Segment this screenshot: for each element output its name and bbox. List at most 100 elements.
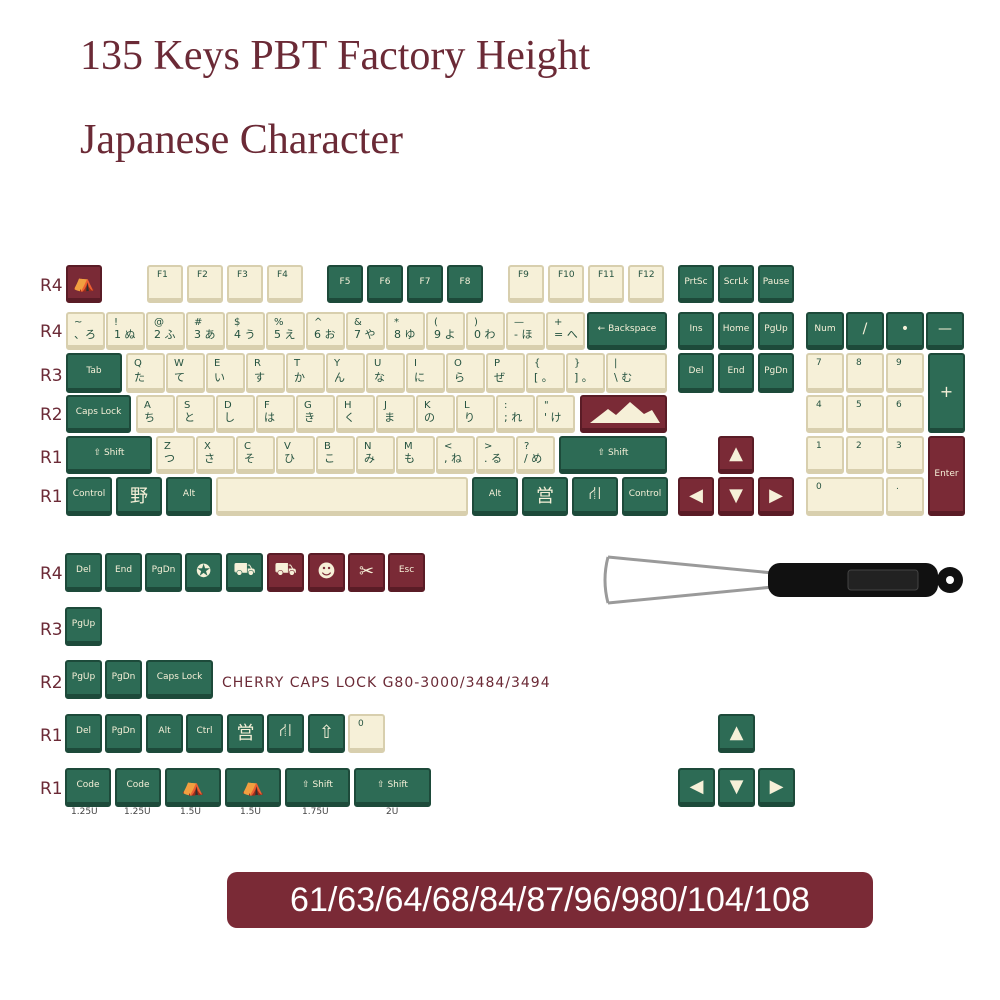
- extra-tent-2[interactable]: ⛺: [225, 768, 281, 807]
- extra-r1-up[interactable]: ⇧: [308, 714, 345, 753]
- extra-pgup[interactable]: PgUp: [65, 607, 102, 646]
- key-8[interactable]: *8 ゆ: [386, 312, 425, 350]
- key-num-8[interactable]: 8: [846, 353, 884, 393]
- key-comma[interactable]: <, ね: [436, 436, 475, 474]
- extra-caps-lock[interactable]: Caps Lock: [146, 660, 213, 699]
- key-menu-sign[interactable]: ⛙: [572, 477, 618, 516]
- extra-r1-zero[interactable]: 0: [348, 714, 385, 753]
- extra-r1-kanji[interactable]: 営: [227, 714, 264, 753]
- key-f6[interactable]: F6: [367, 265, 403, 303]
- key-pause[interactable]: Pause: [758, 265, 794, 303]
- key-num-2[interactable]: 2: [846, 436, 884, 474]
- extra-code-1[interactable]: Code: [65, 768, 111, 807]
- extra-camper-red[interactable]: ⛟: [267, 553, 304, 592]
- key-f10[interactable]: F10: [548, 265, 584, 303]
- key-num-5[interactable]: 5: [846, 395, 884, 433]
- key-f3[interactable]: F3: [227, 265, 263, 303]
- key-quote[interactable]: "' け: [536, 395, 575, 433]
- key-num-plus[interactable]: +: [928, 353, 965, 433]
- key-equal[interactable]: += へ: [546, 312, 585, 350]
- key-space[interactable]: [216, 477, 468, 516]
- extra-arrow-down[interactable]: ▼: [718, 768, 755, 807]
- extra-r1-del[interactable]: Del: [65, 714, 102, 753]
- key-prtsc[interactable]: PrtSc: [678, 265, 714, 303]
- extra-esc[interactable]: Esc: [388, 553, 425, 592]
- key-scrlk[interactable]: ScrLk: [718, 265, 754, 303]
- key-4[interactable]: $4 う: [226, 312, 265, 350]
- key-capslock[interactable]: Caps Lock: [66, 395, 131, 433]
- key-arrow-up[interactable]: ▲: [718, 436, 754, 474]
- extra-end[interactable]: End: [105, 553, 142, 592]
- extra-arrow-up[interactable]: ▲: [718, 714, 755, 753]
- key-del[interactable]: Del: [678, 353, 714, 393]
- key-arrow-down[interactable]: ▼: [718, 477, 754, 516]
- extra-r1-pgdn[interactable]: PgDn: [105, 714, 142, 753]
- key-num-slash[interactable]: /: [846, 312, 884, 350]
- key-num-dot[interactable]: .: [886, 477, 924, 516]
- extra-code-2[interactable]: Code: [115, 768, 161, 807]
- key-num-3[interactable]: 3: [886, 436, 924, 474]
- key-f11[interactable]: F11: [588, 265, 624, 303]
- key-f8[interactable]: F8: [447, 265, 483, 303]
- extra-shift-175[interactable]: ⇧ Shift: [285, 768, 350, 807]
- key-lbracket[interactable]: {[ 。: [526, 353, 565, 393]
- key-pgdn[interactable]: PgDn: [758, 353, 794, 393]
- extra-compass[interactable]: ✪: [185, 553, 222, 592]
- extra-r2-pgup[interactable]: PgUp: [65, 660, 102, 699]
- extra-r1-ctrl[interactable]: Ctrl: [186, 714, 223, 753]
- key-num-star[interactable]: •: [886, 312, 924, 350]
- key-semicolon[interactable]: :; れ: [496, 395, 535, 433]
- key-num-minus[interactable]: —: [926, 312, 964, 350]
- extra-r2-pgdn[interactable]: PgDn: [105, 660, 142, 699]
- extra-arrow-right[interactable]: ▶: [758, 768, 795, 807]
- key-num-enter[interactable]: Enter: [928, 436, 965, 516]
- key-f2[interactable]: F2: [187, 265, 223, 303]
- key-rwin-kanji[interactable]: 営: [522, 477, 568, 516]
- key-lwin-kanji[interactable]: 野: [116, 477, 162, 516]
- key-lshift[interactable]: ⇧ Shift: [66, 436, 152, 474]
- key-f9[interactable]: F9: [508, 265, 544, 303]
- key-2[interactable]: @2 ふ: [146, 312, 185, 350]
- extra-bear[interactable]: ☻: [308, 553, 345, 592]
- key-slash[interactable]: ?/ め: [516, 436, 555, 474]
- key-num-7[interactable]: 7: [806, 353, 844, 393]
- extra-camper-green[interactable]: ⛟: [226, 553, 263, 592]
- key-f1[interactable]: F1: [147, 265, 183, 303]
- key-end[interactable]: End: [718, 353, 754, 393]
- extra-r1-sign[interactable]: ⛙: [267, 714, 304, 753]
- key-backspace[interactable]: ← Backspace: [587, 312, 667, 350]
- key-home[interactable]: Home: [718, 312, 754, 350]
- key-lalt[interactable]: Alt: [166, 477, 212, 516]
- extra-pgdn[interactable]: PgDn: [145, 553, 182, 592]
- key-f4[interactable]: F4: [267, 265, 303, 303]
- key-5[interactable]: %5 え: [266, 312, 305, 350]
- key-lctrl[interactable]: Control: [66, 477, 112, 516]
- extra-del[interactable]: Del: [65, 553, 102, 592]
- key-rbracket[interactable]: }] 。: [566, 353, 605, 393]
- key-arrow-right[interactable]: ▶: [758, 477, 794, 516]
- key-numlock[interactable]: Num: [806, 312, 844, 350]
- key-arrow-left[interactable]: ◀: [678, 477, 714, 516]
- key-num-6[interactable]: 6: [886, 395, 924, 433]
- key-minus[interactable]: —- ほ: [506, 312, 545, 350]
- key-rshift[interactable]: ⇧ Shift: [559, 436, 667, 474]
- key-f12[interactable]: F12: [628, 265, 664, 303]
- extra-tent-1[interactable]: ⛺: [165, 768, 221, 807]
- key-period[interactable]: >. る: [476, 436, 515, 474]
- key-6[interactable]: ^6 お: [306, 312, 345, 350]
